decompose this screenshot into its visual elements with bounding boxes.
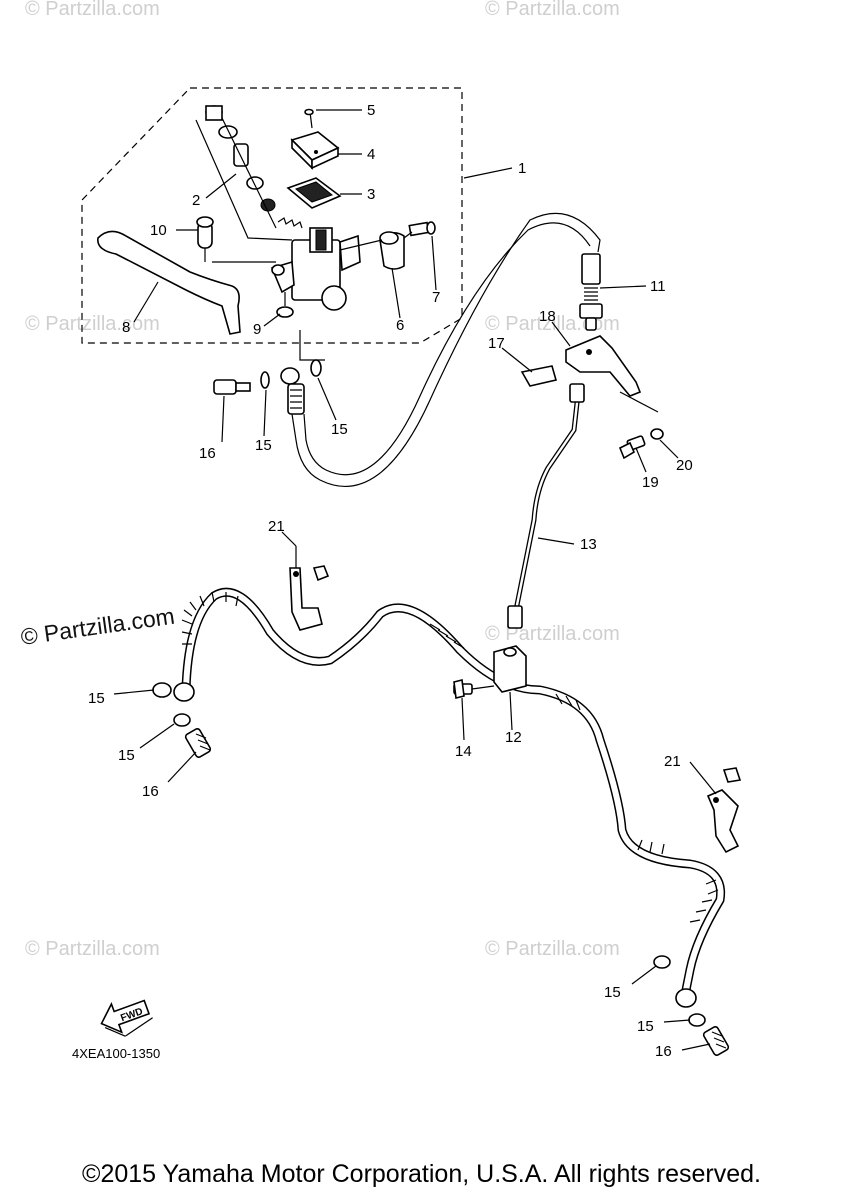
callout-16-upper: 16: [199, 445, 216, 462]
callout-12: 12: [505, 729, 522, 746]
callout-15-left-a: 15: [88, 690, 105, 707]
brake-pipe: [507, 383, 585, 629]
hose-clamp-left: [289, 546, 330, 631]
leader-lines: [113, 109, 717, 1051]
upper-banjo-fitting: [213, 330, 325, 415]
watermark-center-right: © Partzilla.com: [485, 623, 620, 645]
fwd-arrow: FWD: [100, 999, 153, 1037]
hose-clamp-right: [706, 767, 742, 854]
copyright-footer: ©2015 Yamaha Motor Corporation, U.S.A. A…: [82, 1160, 761, 1188]
callout-16-right: 16: [655, 1043, 672, 1060]
left-banjo-fitting: [152, 682, 212, 758]
callout-6: 6: [396, 317, 404, 334]
callout-7: 7: [432, 289, 440, 306]
callout-14: 14: [455, 743, 472, 760]
callout-11: 11: [650, 278, 666, 295]
callout-19: 19: [642, 474, 659, 491]
part-code: 4XEA100-1350: [72, 1046, 160, 1061]
callout-1: 1: [518, 160, 526, 177]
watermark-top-left: © Partzilla.com: [25, 0, 160, 20]
callout-13: 13: [580, 536, 597, 553]
callout-4: 4: [367, 146, 375, 163]
lower-brake-hose: [181, 587, 726, 995]
callout-20: 20: [676, 457, 693, 474]
watermark-low-left: © Partzilla.com: [25, 938, 160, 960]
piston-kit: [195, 105, 303, 241]
master-cylinder: [270, 227, 361, 311]
callout-15-upper-a: 15: [255, 437, 272, 454]
callout-21-right: 21: [664, 753, 681, 770]
right-banjo-fitting: [653, 955, 730, 1056]
assembly-boundary: [81, 87, 463, 344]
watermark-low-right: © Partzilla.com: [485, 938, 620, 960]
callout-8: 8: [122, 319, 130, 336]
callout-9: 9: [253, 321, 261, 338]
callout-18: 18: [539, 308, 556, 325]
watermark-main: © Partzilla.com: [19, 603, 176, 650]
hose-joint-fitting: [579, 253, 603, 331]
brake-lever: [97, 216, 294, 335]
callout-labels: 1 2 3 4 5 6 7 8 9 10 11 12 13 14 15 15 1…: [88, 102, 693, 1060]
callout-15-right-a: 15: [604, 984, 621, 1001]
handlebar-clamp: [339, 221, 436, 270]
callout-10: 10: [150, 222, 167, 239]
callout-15-left-b: 15: [118, 747, 135, 764]
reservoir-cap-parts: [286, 108, 342, 209]
callout-21-left: 21: [268, 518, 285, 535]
callout-5: 5: [367, 102, 375, 119]
watermark-mid-left: © Partzilla.com: [25, 313, 160, 335]
watermark-top-right: © Partzilla.com: [485, 0, 620, 20]
callout-15-upper-b: 15: [331, 421, 348, 438]
callout-3: 3: [367, 186, 375, 203]
upper-brake-hose: [291, 212, 601, 488]
hose-bracket: [520, 335, 664, 460]
callout-16-left: 16: [142, 783, 159, 800]
hose-joint-block: [453, 645, 527, 699]
callout-15-right-b: 15: [637, 1018, 654, 1035]
callout-17: 17: [488, 335, 505, 352]
callout-2: 2: [192, 192, 200, 209]
